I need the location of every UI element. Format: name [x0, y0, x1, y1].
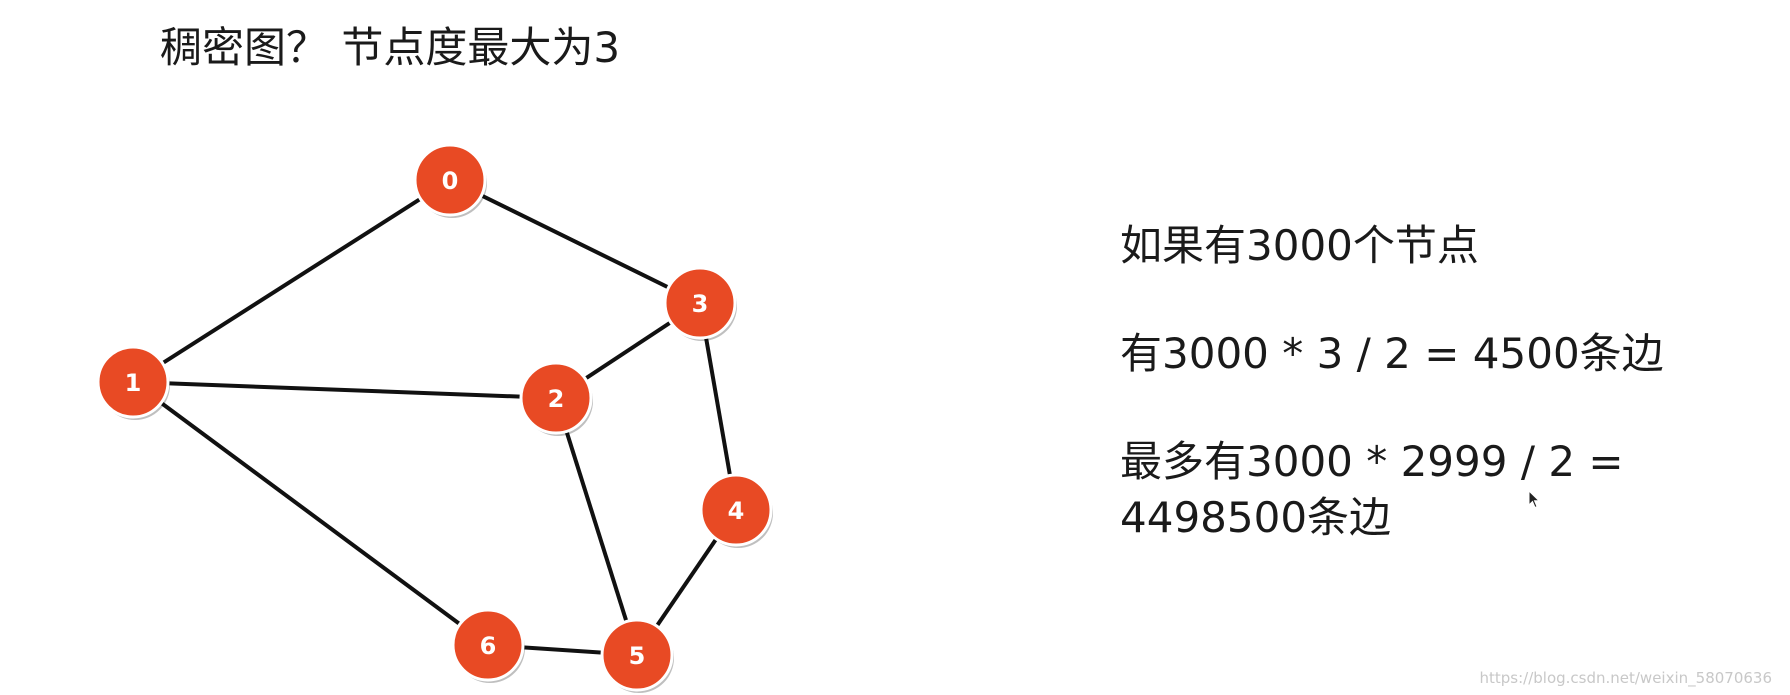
note-edge-count: 有3000 * 3 / 2 = 4500条边 [1120, 329, 1664, 378]
note-max-edges-formula: 最多有3000 * 2999 / 2 = [1120, 437, 1624, 486]
node-3: 3 [663, 266, 737, 341]
mouse-cursor-icon [1528, 490, 1541, 509]
graph-diagram: 0 1 2 3 4 5 6 [96, 143, 773, 693]
edge-0-1 [131, 178, 452, 384]
graph-nodes: 0 1 2 3 4 5 6 [96, 143, 773, 693]
node-5: 5 [600, 618, 674, 693]
notes-panel: 如果有3000个节点 有3000 * 3 / 2 = 4500条边 最多有300… [1120, 218, 1664, 546]
node-label: 2 [548, 385, 565, 413]
node-circle [451, 608, 525, 682]
node-1: 1 [96, 345, 170, 420]
node-label: 0 [442, 167, 459, 195]
node-label: 3 [692, 290, 709, 318]
node-label: 4 [728, 497, 745, 525]
node-4: 4 [699, 473, 773, 548]
note-max-edges: 最多有3000 * 2999 / 2 = 4498500条边 [1120, 434, 1664, 546]
page-title: 稠密图？ 节点度最大为3 [160, 23, 621, 72]
node-circle [663, 266, 737, 340]
node-circle [699, 473, 773, 547]
node-label: 5 [629, 642, 646, 670]
node-label: 1 [125, 369, 142, 397]
node-0: 0 [413, 143, 487, 218]
node-circle [96, 345, 170, 419]
graph-edges [131, 178, 738, 657]
edge-0-3 [449, 178, 701, 305]
watermark: https://blog.csdn.net/weixin_58070636 [1479, 669, 1772, 687]
edge-1-6 [131, 380, 490, 647]
node-circle [519, 361, 593, 435]
node-6: 6 [451, 608, 525, 683]
edge-2-5 [554, 397, 639, 656]
node-circle [600, 618, 674, 692]
node-label: 6 [480, 632, 497, 660]
node-2: 2 [519, 361, 593, 436]
node-circle [413, 143, 487, 217]
note-node-count: 如果有3000个节点 [1120, 221, 1479, 270]
note-max-edges-result: 4498500条边 [1120, 493, 1392, 542]
edge-1-2 [132, 380, 557, 400]
